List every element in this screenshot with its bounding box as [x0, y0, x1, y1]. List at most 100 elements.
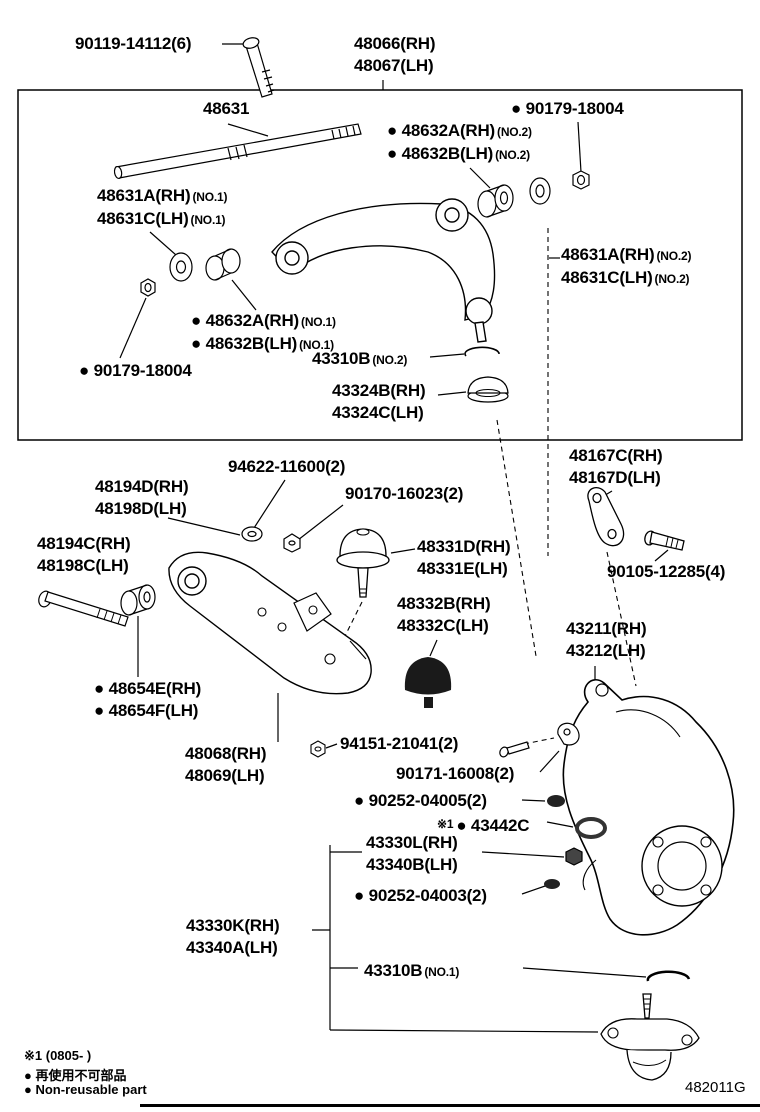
upper-arm-bushings-drawing [140, 170, 590, 297]
part-label-90171-16008[interactable]: 90171-16008(2) [396, 764, 515, 783]
upper-balljoint-ring-cover-drawing [464, 346, 509, 403]
part-number-rh: 43330L(RH) [366, 833, 458, 852]
footnote-reuse-jp: ● 再使用不可部品 [24, 1068, 127, 1083]
steering-knuckle-drawing [562, 678, 735, 936]
part-label-43442c[interactable]: ※1● 43442C [437, 813, 529, 837]
part-label-48332[interactable]: 48332B(RH) 48332C(LH) [397, 593, 491, 637]
part-number: 43310B [312, 349, 371, 368]
part-number: ● 48632A(RH) [387, 121, 496, 140]
leader-lines [119, 43, 669, 1033]
part-number: 48631C(LH) [97, 209, 189, 228]
part-label-43211[interactable]: 43211(RH) 43212(LH) [566, 618, 647, 662]
part-label-90119-14112[interactable]: 90119-14112(6) [75, 34, 192, 53]
part-number-lh: 43340A(LH) [186, 938, 278, 957]
part-number-rh: 48066(RH) [354, 34, 436, 53]
bolt-90119-drawing [242, 37, 275, 98]
part-label-48632-no2[interactable]: ● 48632A(RH)(NO.2) ● 48632B(LH)(NO.2) [387, 120, 532, 166]
part-number-lh: 48631C(LH)(NO.2) [561, 267, 691, 290]
part-suffix: (NO.1) [301, 315, 336, 329]
bottom-border-line [140, 1104, 760, 1107]
bottom-balljoint-43330-drawing [600, 993, 700, 1081]
lower-balljoint-drawing [310, 528, 452, 758]
part-number: ● 48632B(LH) [387, 144, 494, 163]
part-number-rh: 48331D(RH) [417, 537, 511, 556]
pivot-shaft-48631-drawing [113, 123, 362, 180]
part-label-90252-04005[interactable]: ● 90252-04005(2) [354, 791, 487, 810]
part-number-lh: 48331E(LH) [417, 559, 508, 578]
part-label-90170-16023[interactable]: 90170-16023(2) [345, 484, 464, 503]
part-label-43330l[interactable]: 43330L(RH) 43340B(LH) [366, 832, 458, 876]
part-label-48068[interactable]: 48068(RH) 48069(LH) [185, 743, 267, 787]
part-number: ● 48632A(RH) [191, 311, 300, 330]
part-label-48632-no1[interactable]: ● 48632A(RH)(NO.1) ● 48632B(LH)(NO.1) [191, 310, 336, 356]
part-label-43310b-no2[interactable]: 43310B(NO.2) [312, 348, 407, 371]
part-number-lh: 43324C(LH) [332, 403, 424, 422]
part-suffix: (NO.1) [424, 965, 460, 979]
part-number: ● 48632B(LH) [191, 334, 298, 353]
part-number-rh: 48167C(RH) [569, 446, 663, 465]
part-number: 43310B [364, 961, 423, 980]
part-suffix: (NO.1) [190, 213, 226, 227]
part-number: 48631C(LH) [561, 268, 653, 287]
part-number: 48631A(RH) [97, 186, 191, 205]
part-label-43324[interactable]: 43324B(RH) 43324C(LH) [332, 380, 426, 424]
part-label-90105-12285[interactable]: 90105-12285(4) [607, 562, 726, 581]
part-number-lh: 48167D(LH) [569, 468, 661, 487]
part-number-rh: 43324B(RH) [332, 381, 426, 400]
part-label-48631a-no1[interactable]: 48631A(RH)(NO.1) 48631C(LH)(NO.1) [97, 185, 227, 231]
part-suffix: (NO.2) [654, 272, 690, 286]
part-number-rh: 48631A(RH)(NO.1) [97, 185, 227, 208]
footnote-ref: ※1 [437, 817, 454, 831]
part-number-rh: 48194C(RH) [37, 534, 131, 553]
part-number-lh: 48198D(LH) [95, 499, 187, 518]
part-suffix: (NO.1) [192, 190, 228, 204]
seal-ring-43310b-drawing [646, 970, 691, 982]
part-number-lh: 48067(LH) [354, 56, 434, 75]
part-number-rh: 43211(RH) [566, 619, 647, 638]
part-number-rh: 48068(RH) [185, 744, 267, 763]
part-number-rh: 48631A(RH)(NO.2) [561, 244, 691, 267]
part-number-rh: 48332B(RH) [397, 594, 491, 613]
part-number-lh: ● 48654F(LH) [94, 701, 199, 720]
part-number-lh: 48069(LH) [185, 766, 265, 785]
part-label-48654[interactable]: ● 48654E(RH) ● 48654F(LH) [94, 678, 201, 722]
part-number: ● 43442C [456, 816, 530, 835]
diagram-code: 482011G [685, 1079, 746, 1096]
part-number-lh: 43212(LH) [566, 641, 646, 660]
part-label-90252-04003[interactable]: ● 90252-04003(2) [354, 886, 487, 905]
part-label-90179-18004-top[interactable]: ● 90179-18004 [511, 99, 624, 118]
part-suffix: (NO.2) [656, 249, 692, 263]
part-number-rh: 43330K(RH) [186, 916, 280, 935]
part-label-48194d[interactable]: 48194D(RH) 48198D(LH) [95, 476, 189, 520]
part-label-94151-21041[interactable]: 94151-21041(2) [340, 734, 459, 753]
part-suffix: (NO.1) [299, 338, 334, 352]
part-number-lh: 48332C(LH) [397, 616, 489, 635]
part-label-48167[interactable]: 48167C(RH) 48167D(LH) [569, 445, 663, 489]
part-label-48194c[interactable]: 48194C(RH) 48198C(LH) [37, 533, 131, 577]
part-label-48631a-no2[interactable]: 48631A(RH)(NO.2) 48631C(LH)(NO.2) [561, 244, 691, 290]
footnote-ref-note: ※1 (0805- ) [24, 1048, 92, 1063]
part-number-lh: 43340B(LH) [366, 855, 458, 874]
part-suffix: (NO.2) [497, 125, 532, 139]
part-suffix: (NO.2) [495, 148, 530, 162]
footnote-reuse-en: ● Non-reusable part [24, 1082, 147, 1097]
part-label-43310b-no1[interactable]: 43310B(NO.1) [364, 960, 459, 983]
part-label-94622-11600[interactable]: 94622-11600(2) [228, 457, 346, 476]
washer-nut-drawing [241, 526, 301, 553]
part-label-48631[interactable]: 48631 [203, 99, 250, 118]
lower-arm-bushing-bolt-drawing [38, 584, 156, 627]
part-suffix: (NO.2) [372, 353, 408, 367]
part-label-90179-18004-left[interactable]: ● 90179-18004 [79, 361, 192, 380]
part-label-48331[interactable]: 48331D(RH) 48331E(LH) [417, 536, 511, 580]
part-label-48066-48067[interactable]: 48066(RH) 48067(LH) [354, 33, 436, 77]
part-label-43330k[interactable]: 43330K(RH) 43340A(LH) [186, 915, 280, 959]
assembly-box-outline [17, 89, 743, 441]
part-number-rh: 48194D(RH) [95, 477, 189, 496]
part-number: 48631A(RH) [561, 245, 655, 264]
part-number-lh: ● 48632B(LH)(NO.2) [387, 143, 532, 166]
part-number-lh: ● 48632B(LH)(NO.1) [191, 333, 336, 356]
upper-control-arm-drawing [271, 198, 496, 343]
knuckle-small-parts-drawing [499, 722, 607, 889]
